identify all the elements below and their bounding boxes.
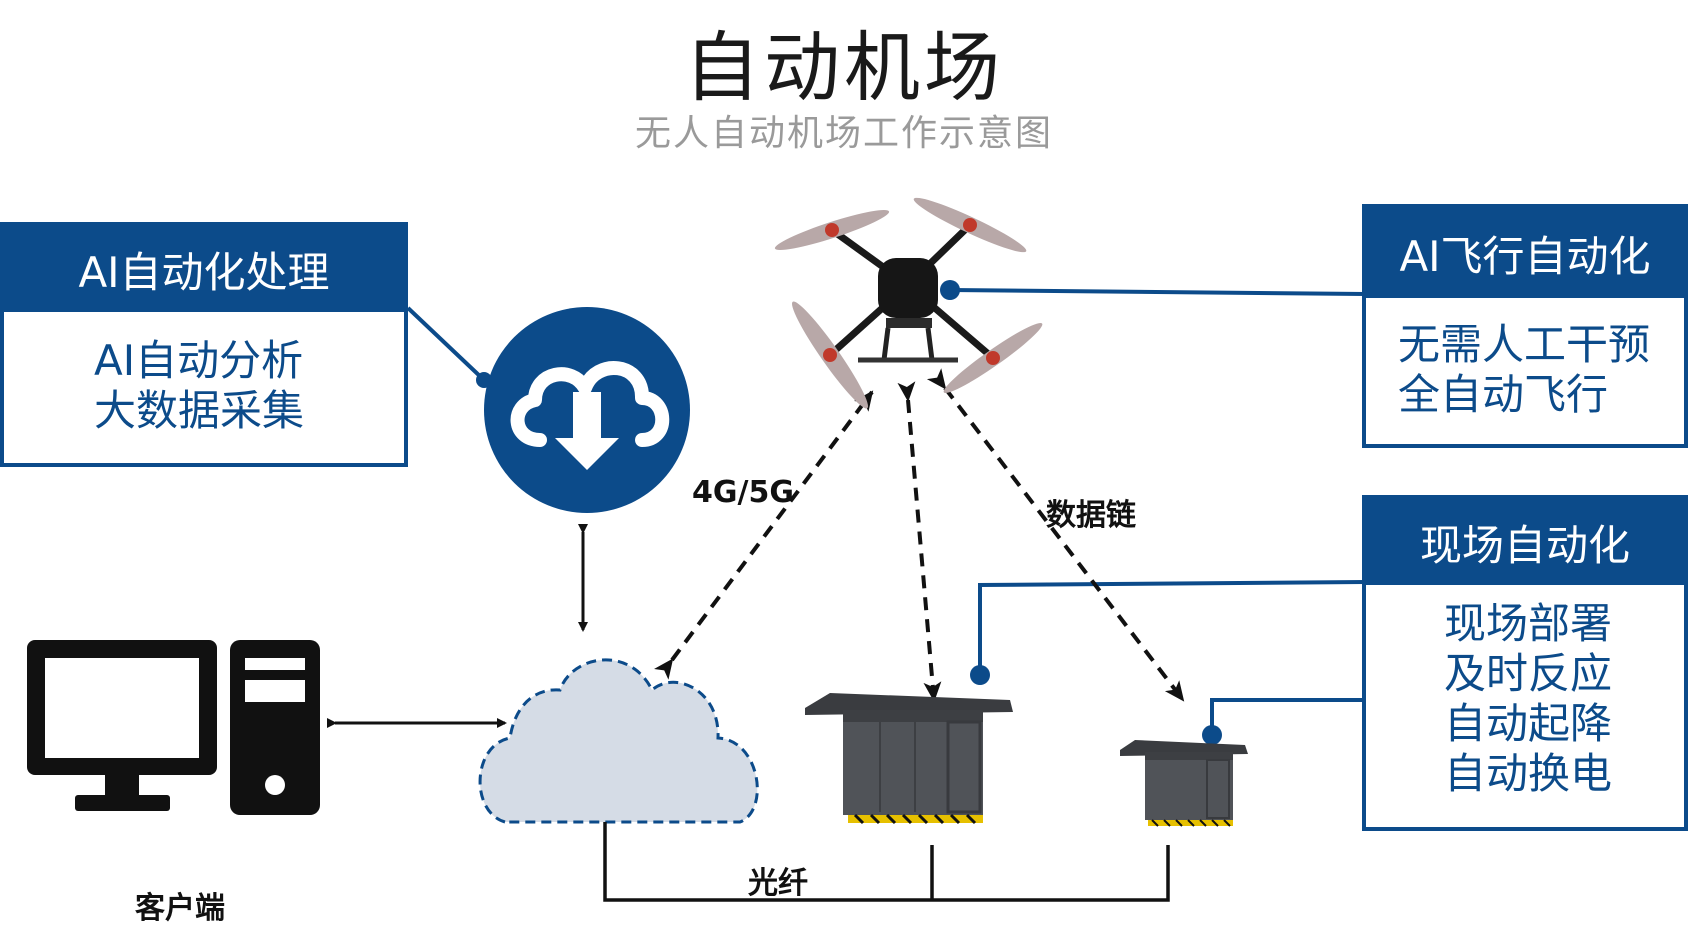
box-ai-processing-line-2: 大数据采集 [94,386,305,435]
page-title: 自动机场 [684,23,1004,112]
label-client: 客户端 [135,891,225,926]
box-ai-flight: AI飞行自动化 无需人工干预 全自动飞行 [1362,204,1688,448]
box-onsite-line-3: 自动起降 [1444,699,1613,748]
box-onsite: 现场自动化 现场部署 及时反应 自动起降 自动换电 [1362,495,1688,831]
box-ai-flight-header: AI飞行自动化 [1366,208,1684,298]
connector-dot-cabinet-large [970,665,990,685]
network-cloud-icon [478,658,759,824]
label-fiber: 光纤 [748,866,808,901]
page-subtitle: 无人自动机场工作示意图 [634,113,1053,154]
connector-ai-processing [406,306,486,382]
box-onsite-line-4: 自动换电 [1444,749,1613,798]
box-ai-processing-line-1: AI自动分析 [94,336,304,385]
computer-monitor-icon [27,640,217,811]
airport-cabinet-small-icon [1120,740,1248,827]
airport-cabinet-large-icon [805,693,1013,825]
label-4g5g: 4G/5G [692,475,794,510]
cloud-download-icon [484,307,690,513]
link-datalink-large [897,381,942,702]
connector-dot-cabinet-small [1202,725,1222,745]
connector-onsite-1 [978,580,1366,675]
drone-icon [774,197,1043,409]
connector-ai-flight [949,288,1366,296]
box-ai-flight-line-2: 全自动飞行 [1398,370,1609,419]
box-ai-processing-header: AI自动化处理 [4,226,404,312]
link-4g5g [654,390,874,680]
connector-onsite-2 [1210,698,1365,735]
computer-tower-icon [230,640,320,815]
box-onsite-line-2: 及时反应 [1444,649,1613,698]
box-onsite-header: 现场自动化 [1366,499,1684,585]
box-ai-processing: AI自动化处理 AI自动分析 大数据采集 [0,222,408,467]
label-datalink: 数据链 [1046,498,1136,533]
connector-dot-drone [940,280,960,300]
box-onsite-line-1: 现场部署 [1444,599,1613,648]
fiber-line [603,822,1170,902]
box-ai-flight-line-1: 无需人工干预 [1398,320,1651,369]
